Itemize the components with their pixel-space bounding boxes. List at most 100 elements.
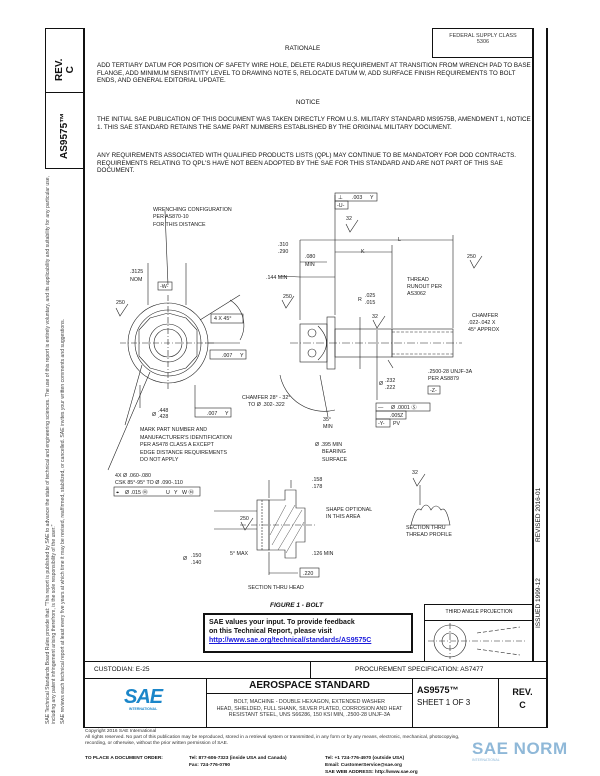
doc-number: AS9575™: [417, 685, 459, 695]
datum-w: -W-: [160, 284, 169, 290]
dim-label: .178: [312, 484, 322, 490]
frame-right-line: [546, 28, 548, 728]
title-line-2: HEAD, SHIELDED, FULL SHANK, SILVER PLATE…: [216, 705, 403, 712]
rev-value: C: [519, 700, 526, 710]
feedback-link[interactable]: http://www.sae.org/technical/standards/A…: [209, 637, 372, 644]
dim-L: L: [398, 237, 401, 243]
projection-box: THIRD ANGLE PROJECTION: [424, 604, 534, 662]
surface-finish-label: 250: [240, 516, 249, 522]
dim-label: CSK 85°-95° TO Ø .090-.110: [115, 480, 183, 486]
dim-label: PV: [393, 421, 401, 427]
dim-label: 35°: [323, 417, 331, 423]
dim-label: CHAMFER: [472, 313, 498, 319]
dim-label: .222: [385, 385, 395, 391]
gdt-datum: Y: [370, 195, 374, 201]
gdt-value: .007: [207, 411, 217, 417]
gdt-value: .005: [390, 413, 400, 419]
notice-text-2: ANY REQUIREMENTS ASSOCIATED WITH QUALIFI…: [97, 152, 517, 175]
surface-finish-label: 250: [467, 254, 476, 260]
section-head: [214, 480, 320, 578]
dim-label: Ø: [379, 381, 383, 387]
surface-finish-label: 32: [412, 470, 418, 476]
revised-date: REVISED 2016-01: [535, 487, 542, 542]
dim-label: MIN: [305, 262, 315, 268]
dim-label: .3125: [130, 269, 143, 275]
dim-label: .310: [278, 242, 288, 248]
surface-finish-label: 250: [283, 294, 292, 300]
note-label: IN THIS AREA: [326, 514, 361, 520]
frame-left-line: [83, 28, 85, 728]
gdt-datum: Y: [240, 353, 244, 359]
gdt-datum: W Ⓜ: [182, 488, 194, 496]
dim-label: PER AS870-10: [153, 214, 189, 220]
logo-cell: SAE INTERNATIONAL: [83, 678, 207, 728]
sheet-number: SHEET 1 OF 3: [417, 698, 471, 707]
surface-finish-label: 250: [116, 300, 125, 306]
side-docnum-box: AS9575™: [45, 92, 84, 169]
gdt-symbol: ⌖: [116, 490, 119, 496]
custodian-text: CUSTODIAN: E-25: [94, 666, 150, 673]
datum-y: -Y-: [378, 421, 385, 427]
frame-inner-right-line: [532, 28, 534, 662]
surface-finish-label: 32: [372, 314, 378, 320]
dim-label: .2500-28 UNJF-3A: [428, 369, 473, 375]
dim-label: .144 MIN: [266, 275, 288, 281]
feedback-line-1: SAE values your input. To provide feedba…: [209, 619, 355, 626]
dim-label: SURFACE: [322, 457, 347, 463]
rev-label: REV.: [512, 687, 533, 697]
notice-text-1: THE INITIAL SAE PUBLICATION OF THIS DOCU…: [97, 116, 531, 131]
gdt-datum: U: [166, 490, 170, 496]
figure-title: FIGURE 1 - BOLT: [270, 602, 323, 609]
fax: Fax: 724-776-0790: [189, 763, 231, 768]
rights-2: recording, or otherwise, without the pri…: [85, 741, 229, 746]
dim-label: .022-.042 X: [468, 320, 496, 326]
rev-cell: REV. C: [498, 678, 547, 728]
dim-label: TO Ø .302-.322: [248, 402, 285, 408]
note-label: MARK PART NUMBER AND: [140, 427, 207, 433]
web-address: SAE WEB ADDRESS: http://www.sae.org: [325, 770, 418, 775]
notice-title: NOTICE: [296, 99, 320, 106]
docnum-cell: AS9575™ SHEET 1 OF 3: [412, 678, 499, 728]
basic-dim: .220: [303, 571, 313, 577]
view-title: THREAD PROFILE: [406, 532, 452, 538]
view-title: SECTION THRU HEAD: [248, 585, 304, 591]
note-label: SHAPE OPTIONAL: [326, 507, 372, 513]
heading: AEROSPACE STANDARD: [207, 679, 412, 694]
sae-logo: SAE INTERNATIONAL: [124, 686, 163, 711]
dim-label: RUNOUT PER: [407, 284, 442, 290]
thread-profile: [410, 485, 451, 526]
gdt-datum: Y: [174, 490, 178, 496]
dim-label: BEARING: [322, 449, 346, 455]
gdt-datum: Y: [225, 411, 229, 417]
note-label: EDGE DISTANCE REQUIREMENTS: [140, 450, 227, 456]
gdt-value: .007: [222, 353, 232, 359]
dim-label: PER AS8879: [428, 376, 459, 382]
feedback-box: SAE values your input. To provide feedba…: [203, 613, 413, 653]
sae-norm-watermark: SAE NORM INTERNATIONAL: [472, 739, 568, 763]
datum-u: -U-: [337, 203, 345, 209]
dim-label: Ø: [183, 556, 187, 562]
dim-label: .150: [191, 553, 201, 559]
dim-label: THREAD: [407, 277, 429, 283]
procurement-text: PROCUREMENT SPECIFICATION: AS7477: [355, 666, 484, 673]
footer: Copyright 2016 SAE International All rig…: [85, 729, 460, 747]
dim-label: R: [358, 297, 362, 303]
dim-label: .080: [305, 254, 315, 260]
gdt-value: Ø .015 Ⓜ: [125, 488, 148, 496]
federal-supply-class-label: FEDERAL SUPPLY CLASS: [449, 33, 517, 39]
dim-label: MIN: [323, 424, 333, 430]
dim-K: K: [361, 249, 365, 255]
dim-label: Ø: [152, 412, 156, 418]
dim-label: 45° APPROX: [468, 327, 500, 333]
dim-label: 4 X 45°: [214, 316, 231, 322]
rationale-text: ADD TERTIARY DATUM FOR POSITION OF SAFET…: [97, 62, 531, 85]
dim-label: CHAMFER 28° - 32°: [242, 395, 290, 401]
dim-label: AS3062: [407, 291, 426, 297]
dim-label: WRENCHING CONFIGURATION: [153, 207, 232, 213]
note-label: MANUFACTURER'S IDENTIFICATION: [140, 435, 232, 441]
rights-1: All rights reserved. No part of this pub…: [85, 735, 460, 740]
dim-label: FOR THIS DISTANCE: [153, 222, 206, 228]
dim-label: .015: [365, 300, 375, 306]
email: Email: CustomerService@sae.org: [325, 763, 402, 768]
